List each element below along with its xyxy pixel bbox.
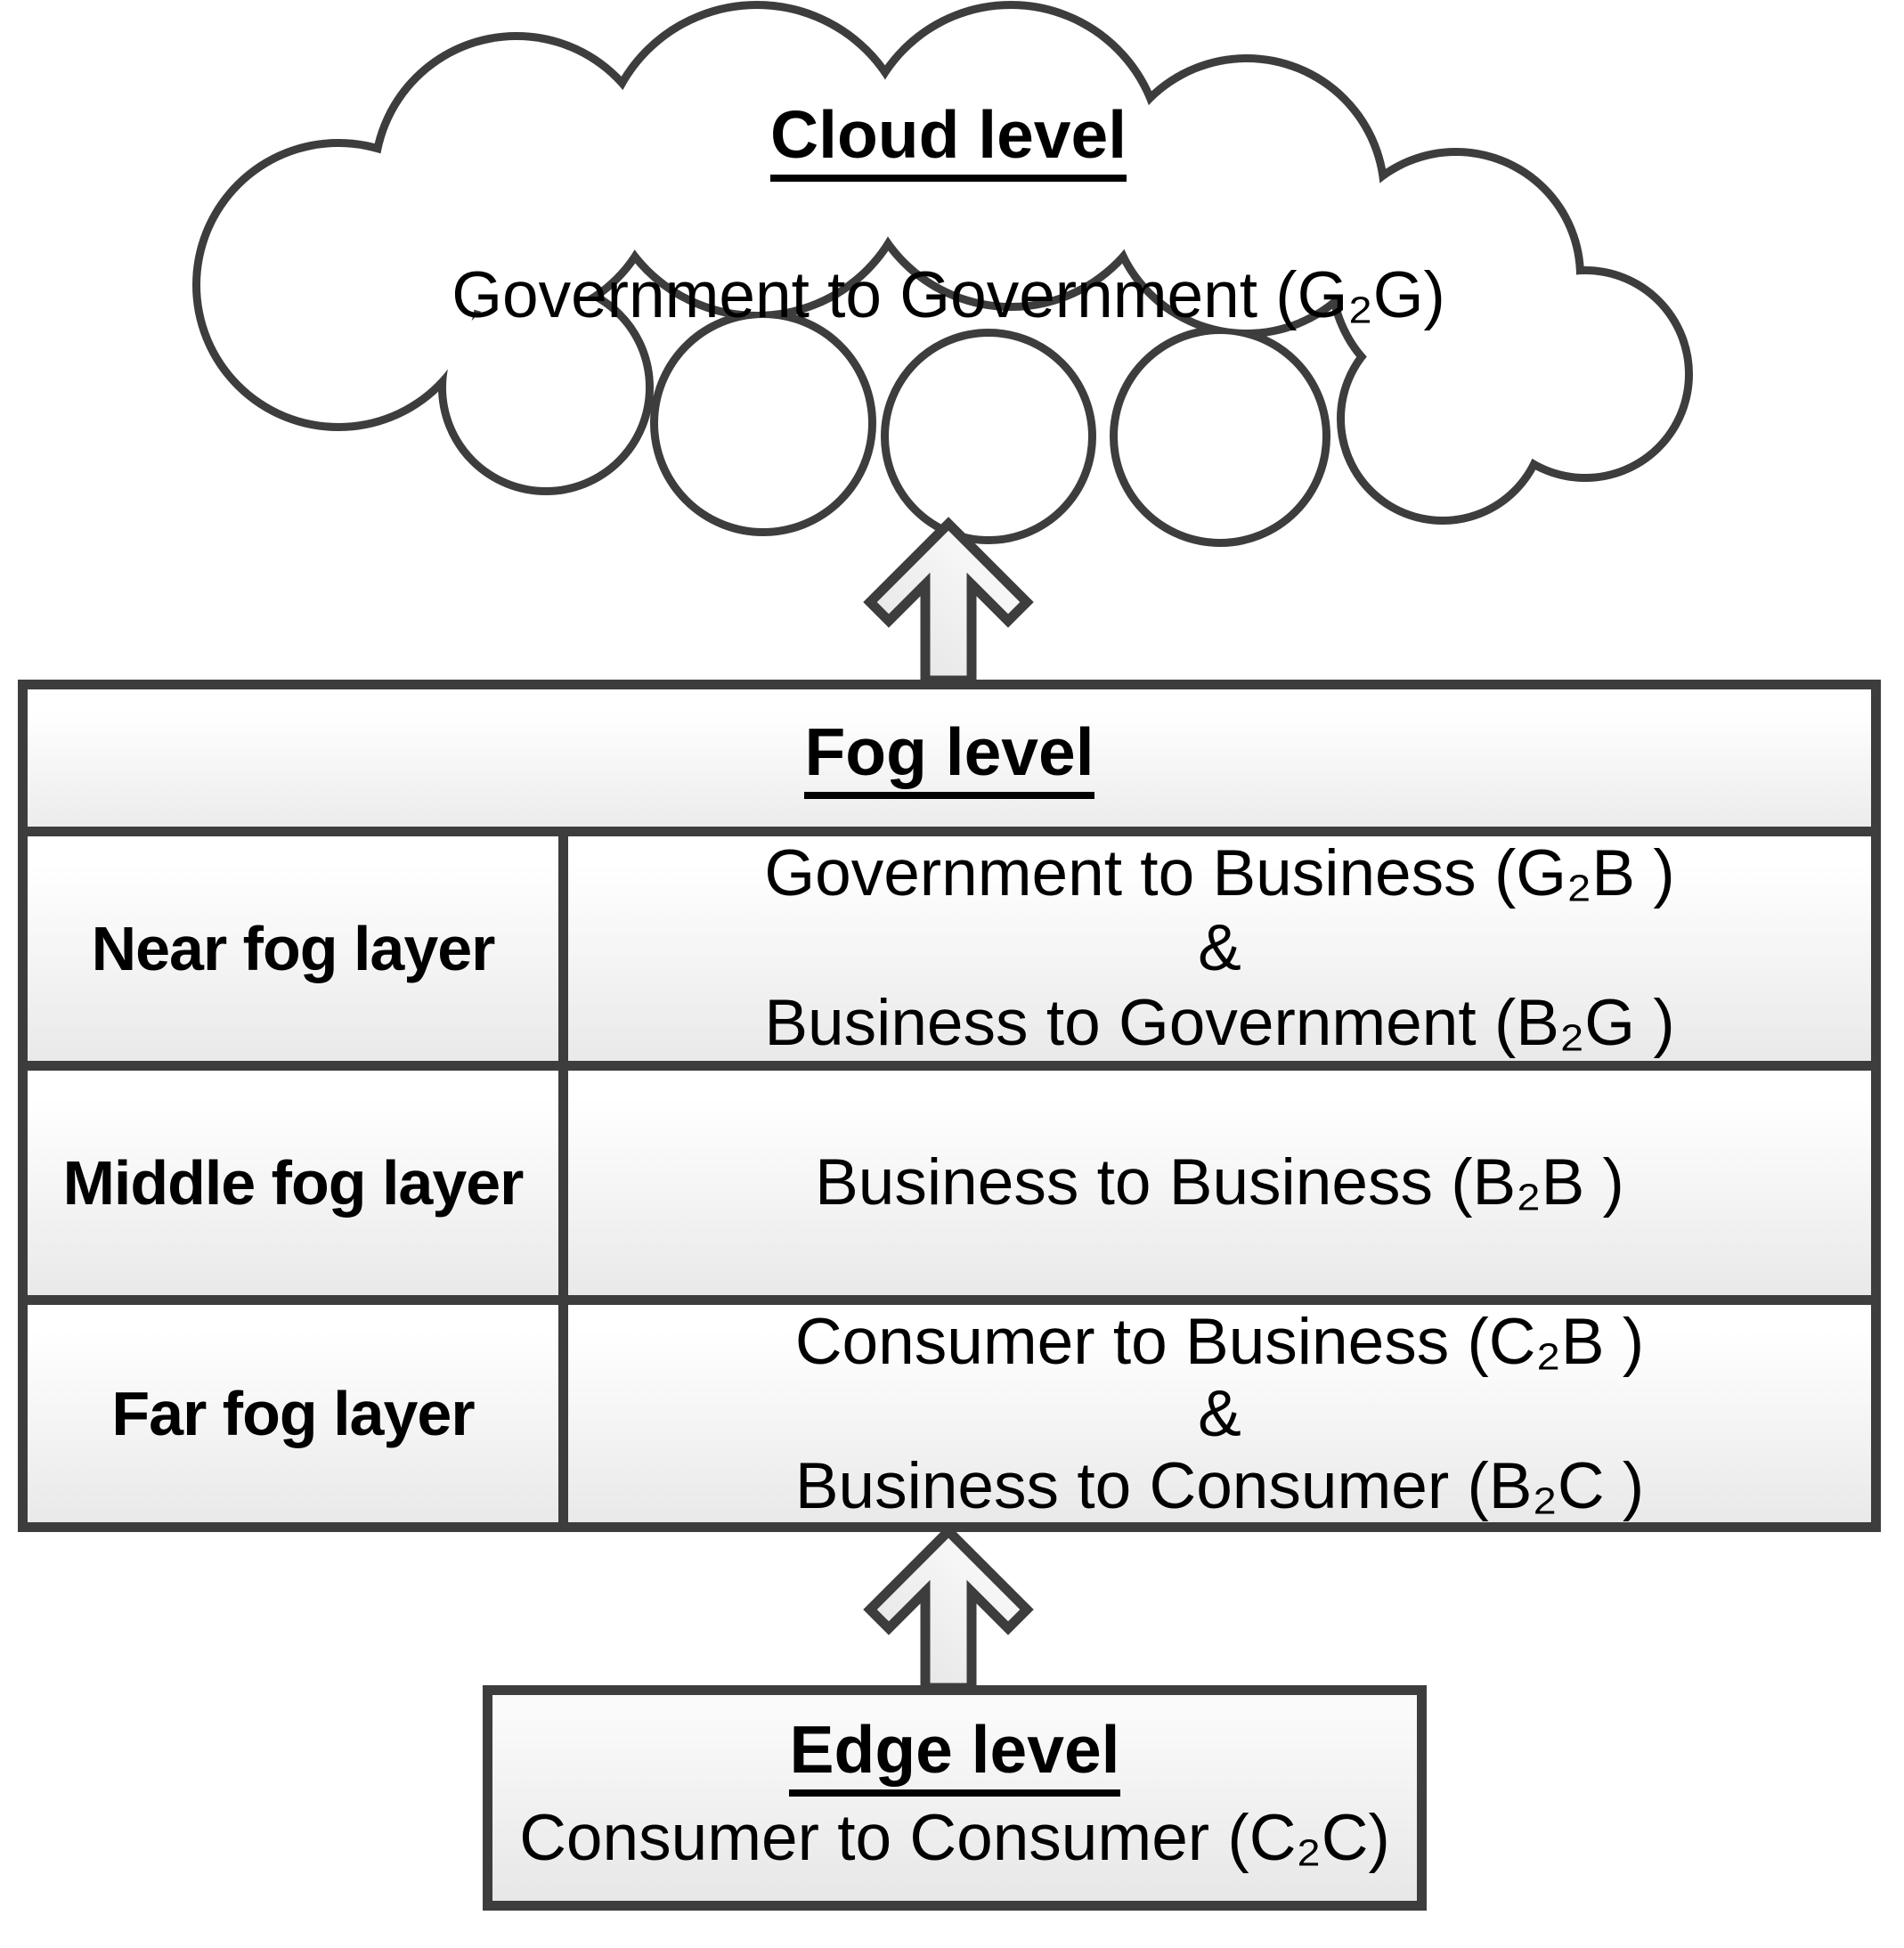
cloud-shape — [192, 1, 1693, 547]
row-label-middle-fog: Middle fog layer — [28, 1071, 568, 1295]
content-line: Business to Consumer (B₂C ) — [794, 1449, 1645, 1522]
edge-level-body: Consumer to Consumer (C₂C) — [519, 1801, 1390, 1874]
row-content-middle-fog: Business to Business (B₂B ) — [568, 1071, 1871, 1295]
content-line: & — [1198, 1377, 1241, 1450]
content-line: Business to Business (B₂B ) — [815, 1146, 1624, 1219]
fog-level-table: Fog level Near fog layer Government to B… — [18, 680, 1881, 1532]
content-line: Business to Government (B₂G ) — [764, 987, 1675, 1059]
cloud-level-title: Cloud level — [370, 100, 1527, 182]
table-row-near-fog: Near fog layer Government to Business (G… — [28, 827, 1871, 1061]
cloud-level-body: Government to Government (G₂G) — [452, 259, 1445, 331]
row-label-far-fog: Far fog layer — [28, 1305, 568, 1522]
up-arrow-icon — [863, 1524, 1034, 1693]
fog-level-header: Fog level — [28, 689, 1871, 827]
content-line: Government to Business (G₂B ) — [764, 837, 1675, 909]
up-arrow-icon — [863, 517, 1034, 686]
cloud-level-title-text: Cloud level — [769, 100, 1127, 182]
content-line: Consumer to Business (C₂B ) — [794, 1305, 1645, 1378]
edge-level-title-text: Edge level — [789, 1715, 1120, 1797]
row-label-near-fog: Near fog layer — [28, 836, 568, 1061]
table-row-middle-fog: Middle fog layer Business to Business (B… — [28, 1061, 1871, 1295]
fog-level-title: Fog level — [804, 717, 1094, 799]
edge-level-box: Edge level Consumer to Consumer (C₂C) — [483, 1685, 1427, 1911]
row-content-far-fog: Consumer to Business (C₂B ) & Business t… — [568, 1305, 1871, 1522]
table-row-far-fog: Far fog layer Consumer to Business (C₂B … — [28, 1295, 1871, 1522]
content-line: & — [1198, 912, 1241, 984]
edge-level-title: Edge level — [789, 1715, 1120, 1797]
row-content-near-fog: Government to Business (G₂B ) & Business… — [568, 836, 1871, 1061]
